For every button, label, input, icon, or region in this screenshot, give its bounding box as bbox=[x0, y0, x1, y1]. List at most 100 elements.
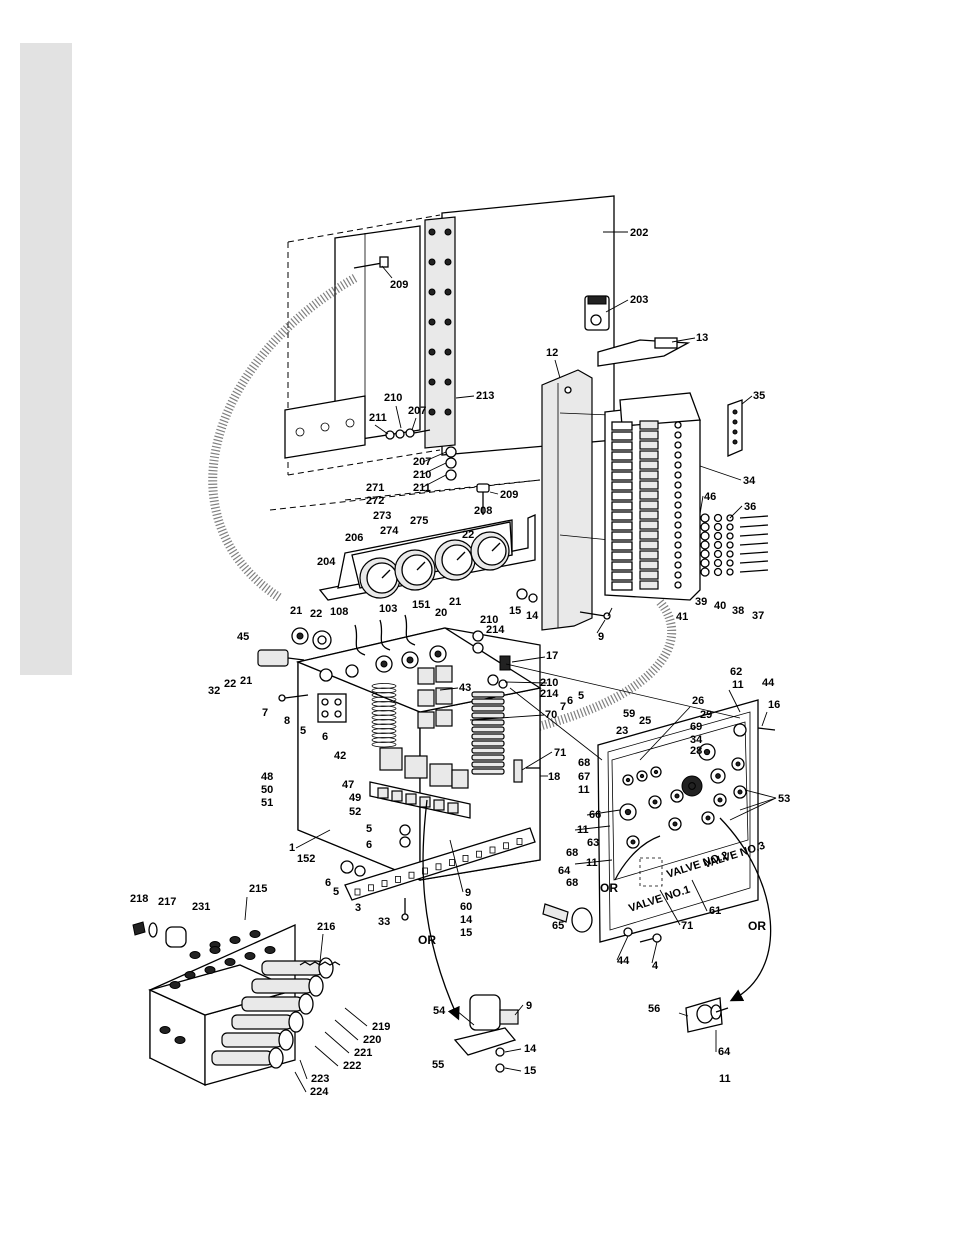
leader-line bbox=[691, 879, 708, 912]
leader-line bbox=[422, 462, 447, 475]
manifold-port bbox=[184, 971, 196, 979]
leader-line bbox=[761, 711, 768, 727]
callout-26: 26 bbox=[692, 695, 704, 707]
leader-line bbox=[422, 474, 447, 488]
callout-5: 5 bbox=[300, 725, 306, 737]
plate-slot bbox=[422, 867, 428, 875]
leader-line bbox=[521, 751, 553, 771]
callout-6: 6 bbox=[325, 877, 331, 889]
leader-line bbox=[678, 1012, 689, 1017]
plate-slot bbox=[381, 880, 388, 887]
callout-12: 12 bbox=[546, 347, 558, 359]
knob-center bbox=[717, 797, 723, 803]
callout-labels: 2022092031312213210207211352072102113427… bbox=[130, 227, 790, 1098]
terminal-cell bbox=[639, 430, 659, 440]
callout-271: 271 bbox=[366, 482, 384, 494]
plate-slot bbox=[408, 871, 415, 879]
callout-203: 203 bbox=[630, 294, 648, 306]
leader-line bbox=[395, 405, 402, 429]
callout-67: 67 bbox=[578, 771, 590, 783]
terminal-block-segment bbox=[471, 740, 505, 747]
callout-11: 11 bbox=[586, 857, 598, 869]
screw-209 bbox=[353, 256, 389, 269]
terminal-coil-ring bbox=[371, 737, 397, 743]
callout-218: 218 bbox=[130, 893, 148, 905]
screw-shank bbox=[739, 569, 769, 573]
terminal-cell bbox=[639, 560, 659, 570]
manifold-port bbox=[229, 936, 241, 944]
callout-49: 49 bbox=[349, 792, 361, 804]
callout-52: 52 bbox=[349, 806, 361, 818]
leader-line bbox=[422, 451, 447, 463]
washer bbox=[726, 550, 734, 558]
wire-harness-curves bbox=[208, 274, 677, 750]
callout-210: 210 bbox=[540, 677, 558, 689]
knob-center bbox=[705, 815, 711, 821]
leader-line bbox=[504, 1048, 522, 1053]
callout-6: 6 bbox=[567, 695, 573, 707]
callout-11: 11 bbox=[577, 824, 589, 836]
callout-210: 210 bbox=[413, 469, 431, 481]
leader-line bbox=[514, 1004, 524, 1016]
terminal-block-segment bbox=[471, 691, 505, 698]
washer bbox=[726, 523, 734, 531]
callout-14: 14 bbox=[460, 914, 473, 926]
callout-21: 21 bbox=[290, 605, 302, 617]
washer bbox=[713, 567, 723, 577]
terminal-cell bbox=[639, 520, 659, 530]
terminal-cell bbox=[611, 461, 633, 471]
callout-210: 210 bbox=[480, 614, 498, 626]
terminal-block-segment bbox=[471, 726, 505, 733]
callout-23: 23 bbox=[616, 725, 628, 737]
callout-209: 209 bbox=[390, 279, 408, 291]
callout-206: 206 bbox=[345, 532, 363, 544]
valve-spool bbox=[251, 978, 313, 994]
terminal-coil-ring bbox=[371, 714, 397, 721]
callout-69: 69 bbox=[690, 721, 702, 733]
terminal-cell bbox=[611, 421, 633, 431]
terminal-cell bbox=[639, 550, 659, 560]
callout-44: 44 bbox=[762, 677, 775, 689]
callout-224: 224 bbox=[310, 1086, 329, 1098]
terminal-screw-head bbox=[674, 541, 682, 549]
leader-line bbox=[319, 933, 324, 963]
callout-64: 64 bbox=[718, 1046, 731, 1058]
callout-272: 272 bbox=[366, 495, 384, 507]
callout-18: 18 bbox=[548, 771, 560, 783]
callout-222: 222 bbox=[343, 1060, 361, 1072]
callout-15: 15 bbox=[509, 605, 521, 617]
callout-9: 9 bbox=[598, 631, 604, 643]
leader-line bbox=[596, 619, 606, 634]
latch bbox=[584, 295, 610, 331]
leader-line bbox=[659, 889, 681, 926]
enclosure-bottom-hardware bbox=[340, 824, 411, 877]
leader-line bbox=[616, 935, 629, 961]
terminal-screw-head bbox=[674, 461, 682, 469]
valve-spool bbox=[221, 1032, 283, 1048]
screw-shank bbox=[739, 551, 769, 555]
callout-42: 42 bbox=[334, 750, 346, 762]
callout-209: 209 bbox=[500, 489, 518, 501]
hinge-knuckles bbox=[428, 228, 452, 416]
left-connector-block bbox=[317, 693, 347, 723]
leader-line bbox=[586, 809, 621, 816]
plate-slot bbox=[395, 876, 401, 883]
callout-22: 22 bbox=[310, 608, 322, 620]
callout-68: 68 bbox=[566, 877, 578, 889]
callout-217: 217 bbox=[158, 896, 176, 908]
terminal-block-segment bbox=[471, 705, 505, 712]
gauge-needle bbox=[491, 542, 501, 552]
leader-line bbox=[728, 689, 741, 713]
callout-56: 56 bbox=[648, 1003, 660, 1015]
terminal-cell bbox=[639, 490, 659, 500]
knob-center bbox=[652, 799, 658, 805]
leader-line bbox=[299, 1059, 308, 1080]
callout-71: 71 bbox=[554, 747, 566, 759]
leader-line bbox=[744, 789, 777, 799]
callout-152: 152 bbox=[297, 853, 315, 865]
callout-38: 38 bbox=[732, 605, 744, 617]
manifold-port bbox=[209, 946, 221, 954]
rail-washers bbox=[516, 588, 538, 603]
toggle-switch bbox=[685, 997, 729, 1033]
terminal-screw-head bbox=[674, 451, 682, 459]
